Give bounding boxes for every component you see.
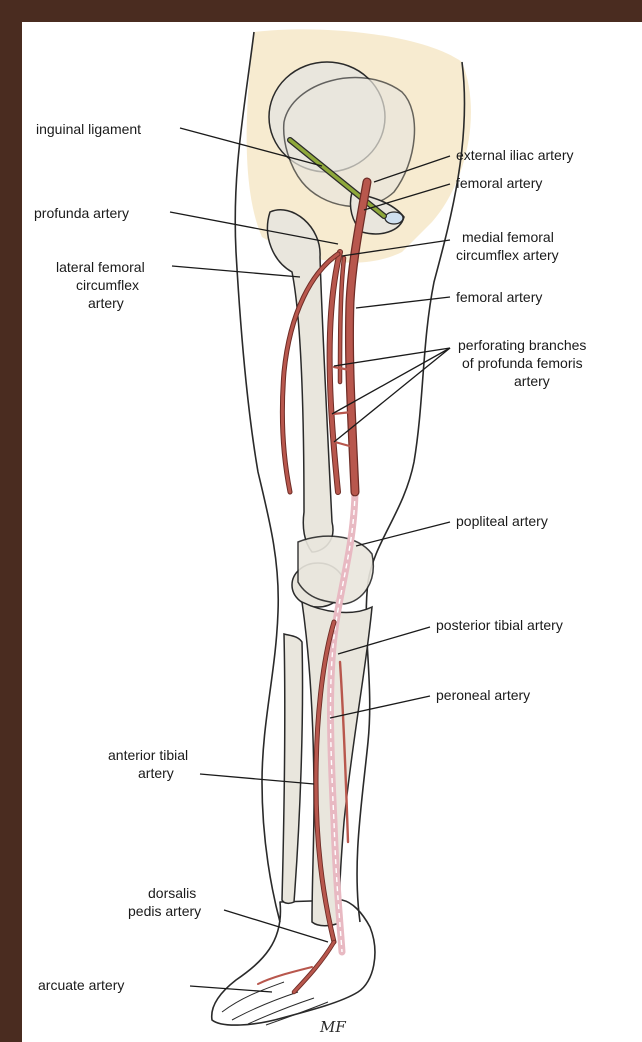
label-perforating-line3: artery bbox=[514, 373, 550, 389]
label-dorsalis-pedis-line1: dorsalis bbox=[148, 885, 196, 901]
label-lateral-femoral-circumflex-line2: circumflex bbox=[76, 277, 139, 293]
label-arcuate-artery: arcuate artery bbox=[38, 977, 124, 993]
knee-condyles bbox=[298, 536, 373, 604]
foot-outline bbox=[212, 900, 375, 1025]
label-external-iliac-artery: external iliac artery bbox=[456, 147, 574, 163]
label-perforating-line2: of profunda femoris bbox=[462, 355, 583, 371]
label-medial-femoral-circumflex-line2: circumflex artery bbox=[456, 247, 559, 263]
label-lateral-femoral-circumflex-line3: artery bbox=[88, 295, 124, 311]
pubic-tubercle bbox=[385, 212, 403, 224]
label-lateral-femoral-circumflex-line1: lateral femoral bbox=[56, 259, 145, 275]
artist-signature: MF bbox=[319, 1018, 346, 1036]
leader-popliteal bbox=[356, 522, 450, 546]
leader-arcuate bbox=[190, 986, 272, 992]
femur-bone bbox=[267, 210, 333, 552]
label-anterior-tibial-line1: anterior tibial bbox=[108, 747, 188, 763]
leg-artery-diagram: inguinal ligament external iliac artery … bbox=[22, 22, 642, 1042]
label-femoral-artery-upper: femoral artery bbox=[456, 175, 542, 191]
picture-frame: inguinal ligament external iliac artery … bbox=[10, 10, 642, 1042]
leader-femoral-lower bbox=[356, 297, 450, 308]
label-profunda-artery: profunda artery bbox=[34, 205, 129, 221]
label-popliteal-artery: popliteal artery bbox=[456, 513, 548, 529]
label-medial-femoral-circumflex-line1: medial femoral bbox=[462, 229, 554, 245]
label-dorsalis-pedis-line2: pedis artery bbox=[128, 903, 201, 919]
label-inguinal-ligament: inguinal ligament bbox=[36, 121, 141, 137]
leader-lateral-circumflex bbox=[172, 266, 300, 277]
label-peroneal-artery: peroneal artery bbox=[436, 687, 530, 703]
diagram-canvas: inguinal ligament external iliac artery … bbox=[22, 22, 642, 1042]
label-perforating-line1: perforating branches bbox=[458, 337, 586, 353]
label-anterior-tibial-line2: artery bbox=[138, 765, 174, 781]
label-femoral-artery-lower: femoral artery bbox=[456, 289, 542, 305]
label-posterior-tibial-artery: posterior tibial artery bbox=[436, 617, 563, 633]
toe-lines bbox=[222, 982, 328, 1025]
fibula-bone bbox=[282, 634, 303, 903]
